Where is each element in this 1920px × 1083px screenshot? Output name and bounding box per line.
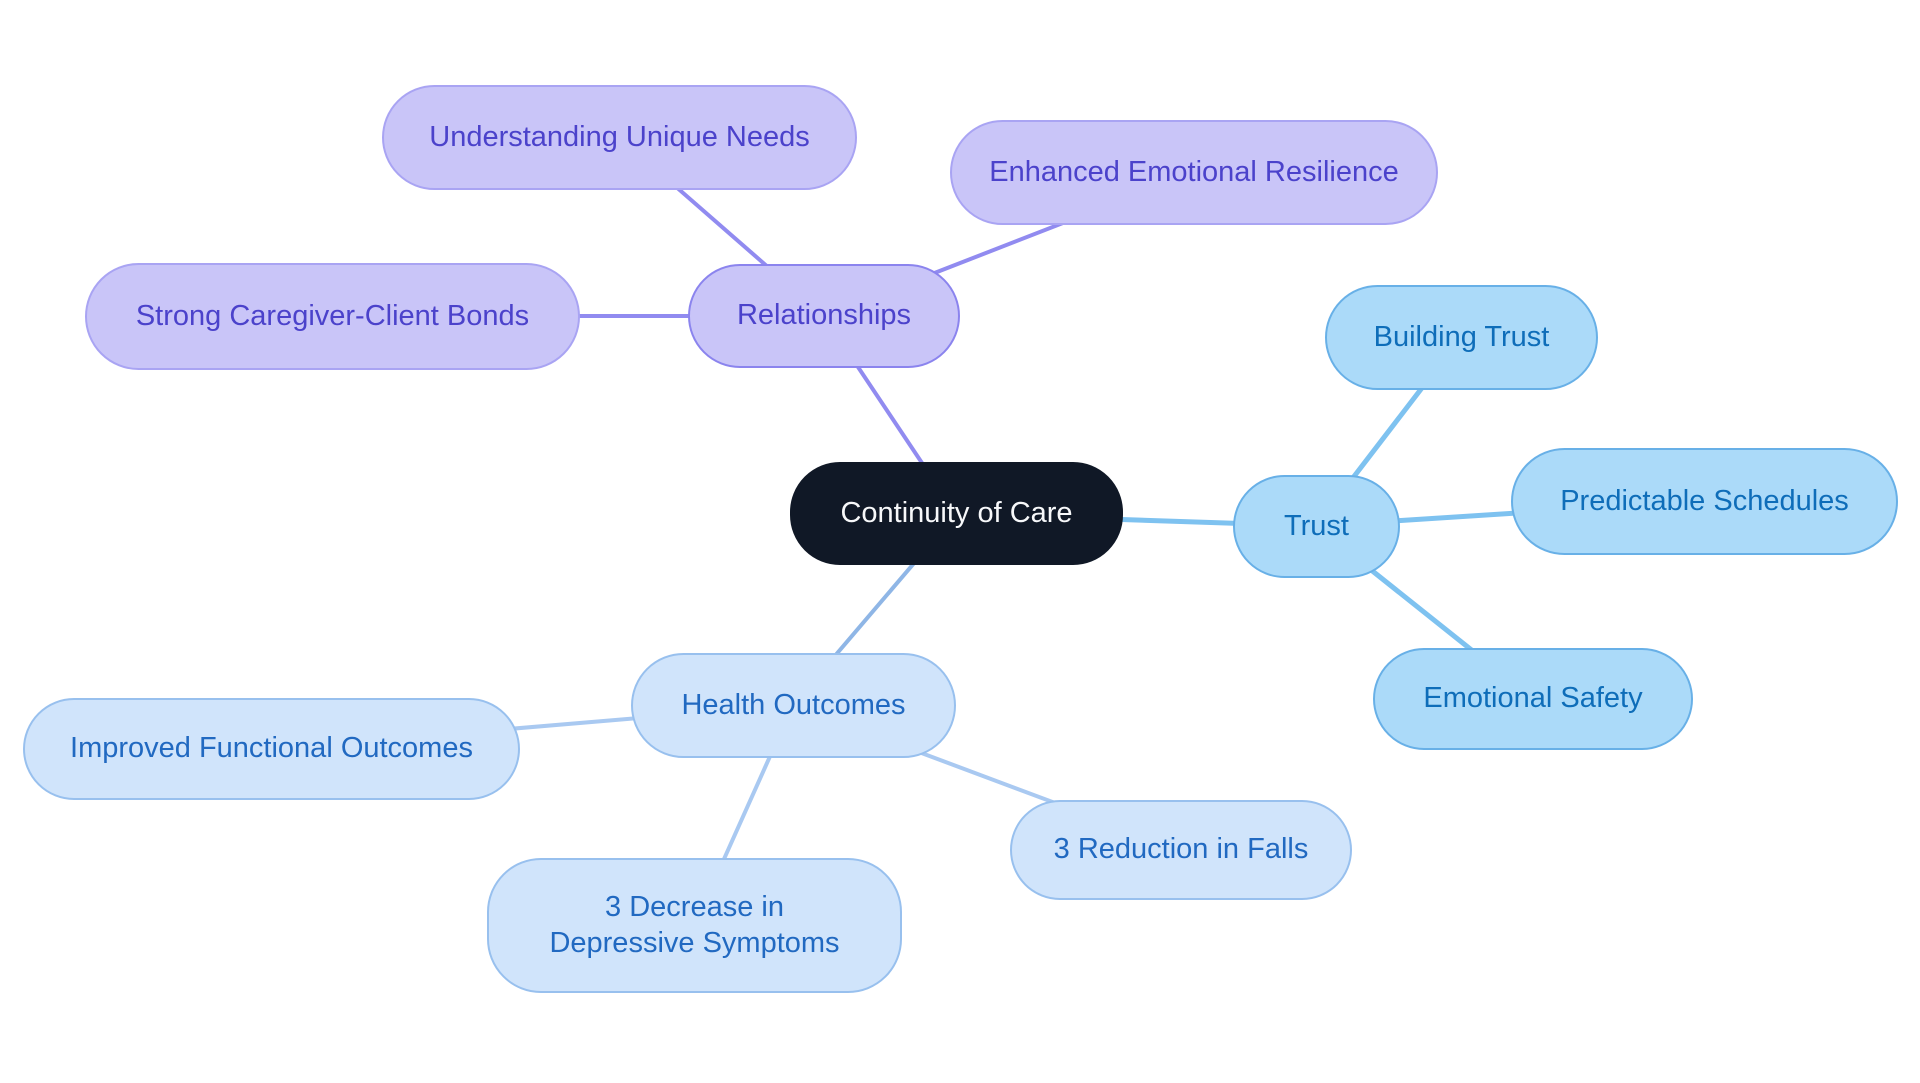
node-improved-functional-outcomes[interactable]: Improved Functional Outcomes [23, 698, 520, 800]
node-label: Continuity of Care [840, 496, 1073, 529]
node-label: Building Trust [1373, 320, 1550, 353]
node-label: Relationships [736, 299, 912, 332]
node-predictable-schedules[interactable]: Predictable Schedules [1511, 448, 1898, 555]
node-decrease-in-depressive-symptoms[interactable]: 3 Decrease in Depressive Symptoms [487, 858, 902, 993]
node-label: Health Outcomes [681, 688, 906, 721]
node-relationships[interactable]: Relationships [688, 264, 960, 368]
node-trust[interactable]: Trust [1233, 475, 1400, 578]
node-label: Strong Caregiver-Client Bonds [135, 299, 530, 332]
node-continuity-of-care[interactable]: Continuity of Care [790, 462, 1123, 565]
node-label: 3 Reduction in Falls [1053, 833, 1309, 866]
node-label: Predictable Schedules [1560, 484, 1849, 517]
node-strong-caregiver-client-bonds[interactable]: Strong Caregiver-Client Bonds [85, 263, 580, 370]
node-label: Trust [1284, 509, 1349, 542]
node-label: Improved Functional Outcomes [70, 732, 473, 765]
node-label: 3 Decrease in Depressive Symptoms [549, 890, 840, 959]
node-label: Understanding Unique Needs [429, 120, 810, 153]
node-understanding-unique-needs[interactable]: Understanding Unique Needs [382, 85, 857, 190]
node-health-outcomes[interactable]: Health Outcomes [631, 653, 956, 758]
node-enhanced-emotional-resilience[interactable]: Enhanced Emotional Resilience [950, 120, 1438, 225]
node-label: Enhanced Emotional Resilience [989, 155, 1399, 188]
node-label: Emotional Safety [1423, 682, 1643, 715]
node-building-trust[interactable]: Building Trust [1325, 285, 1598, 390]
node-emotional-safety[interactable]: Emotional Safety [1373, 648, 1693, 750]
node-reduction-in-falls[interactable]: 3 Reduction in Falls [1010, 800, 1352, 900]
